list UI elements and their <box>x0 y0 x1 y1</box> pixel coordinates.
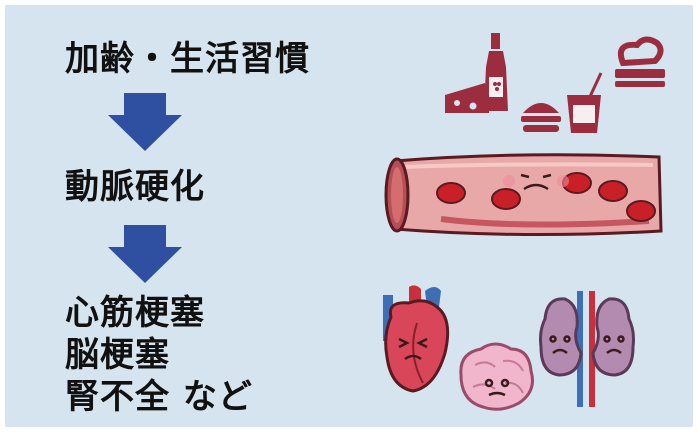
outcome-label-brain: 脳梗塞 <box>65 335 170 375</box>
lifestyle-icons <box>445 33 665 133</box>
organs-illustration <box>383 285 635 411</box>
outcome-label-kidney: 腎不全 など <box>65 377 253 417</box>
cause-label: 加齢・生活習慣 <box>65 39 310 79</box>
outcome-label-heart: 心筋梗塞 <box>65 293 205 333</box>
cheese-icon <box>445 83 489 113</box>
diagram-panel: 加齢・生活習慣 動脈硬化 心筋梗塞 脳梗塞 腎不全 など <box>5 5 693 427</box>
down-arrow-icon <box>108 93 182 151</box>
artery-illustration <box>384 153 663 237</box>
burger-icon <box>521 103 561 132</box>
drink-icon <box>567 72 603 133</box>
artery-face <box>520 173 552 191</box>
cigarette-icon <box>615 36 665 87</box>
brain-illustration <box>459 342 534 411</box>
heart-illustration <box>383 285 450 393</box>
bottle-icon <box>484 33 508 111</box>
down-arrow-icon <box>108 225 182 283</box>
kidney-illustration <box>539 291 635 407</box>
mechanism-label: 動脈硬化 <box>65 167 205 207</box>
